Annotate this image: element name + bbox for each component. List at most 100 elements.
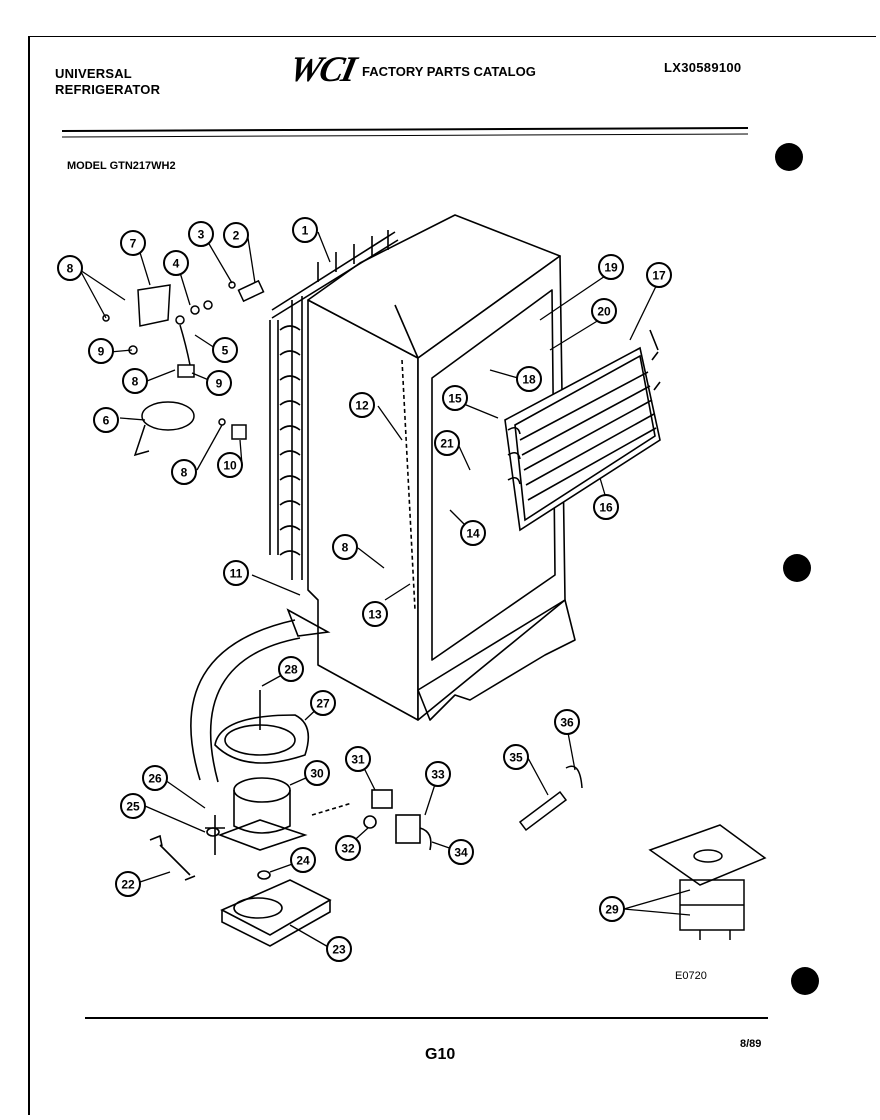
footer-date: 8/89	[740, 1038, 762, 1050]
callout-label: 13	[368, 608, 382, 622]
callout-circle	[142, 765, 168, 791]
callout-label: 8	[342, 541, 349, 555]
callout-6: 6	[93, 407, 119, 433]
callout-9: 9	[206, 370, 232, 396]
callout-circle	[188, 221, 214, 247]
callout-7: 7	[120, 230, 146, 256]
compressor-assembly	[149, 690, 432, 947]
callout-circle	[171, 459, 197, 485]
callout-26: 26	[142, 765, 168, 791]
catalog-title: FACTORY PARTS CATALOG	[362, 63, 536, 79]
callout-circle	[335, 835, 361, 861]
callout-8: 8	[332, 534, 358, 560]
binder-hole-icon	[783, 554, 811, 582]
callout-1: 1	[292, 217, 318, 243]
callout-21: 21	[434, 430, 460, 456]
callout-circle	[278, 656, 304, 682]
callout-24: 24	[290, 847, 316, 873]
callout-35: 35	[503, 744, 529, 770]
callout-circle	[460, 520, 486, 546]
catalog-number: LX30589100	[664, 60, 742, 75]
callout-label: 30	[310, 767, 324, 781]
callout-label: 17	[652, 269, 666, 283]
callout-label: 27	[316, 697, 330, 711]
callout-label: 10	[223, 459, 237, 473]
header-rule-top	[61, 127, 749, 132]
callout-label: 8	[181, 466, 188, 480]
callout-label: 12	[355, 399, 369, 413]
callout-15: 15	[442, 385, 468, 411]
callout-circle	[516, 366, 542, 392]
callout-34: 34	[448, 839, 474, 865]
callout-label: 4	[173, 257, 180, 271]
callout-circle	[332, 534, 358, 560]
callout-circle	[93, 407, 119, 433]
callout-circle	[120, 793, 146, 819]
callout-circle	[599, 896, 625, 922]
callout-label: 16	[599, 501, 613, 515]
callout-label: 23	[332, 943, 346, 957]
callout-label: 18	[522, 373, 536, 387]
callout-circle	[448, 839, 474, 865]
callout-label: 21	[440, 437, 454, 451]
catalog-header: WCI FACTORY PARTS CATALOG	[286, 49, 536, 89]
callout-16: 16	[593, 494, 619, 520]
callout-circle	[310, 690, 336, 716]
callout-label: 24	[296, 854, 310, 868]
callout-25: 25	[120, 793, 146, 819]
callout-circle	[212, 337, 238, 363]
callout-circle	[163, 250, 189, 276]
callout-circle	[362, 601, 388, 627]
thermostat-parts	[102, 279, 265, 457]
callout-label: 33	[431, 768, 445, 782]
callout-label: 6	[103, 414, 110, 428]
drain-tube	[190, 608, 331, 783]
callout-8: 8	[171, 459, 197, 485]
callout-circle	[217, 452, 243, 478]
callout-label: 28	[284, 663, 298, 677]
callout-32: 32	[335, 835, 361, 861]
callout-22: 22	[115, 871, 141, 897]
callout-circle	[442, 385, 468, 411]
callout-12: 12	[349, 392, 375, 418]
callout-circle	[120, 230, 146, 256]
callout-circle	[598, 254, 624, 280]
callout-label: 9	[98, 345, 105, 359]
callout-31: 31	[345, 746, 371, 772]
callout-5: 5	[212, 337, 238, 363]
binder-hole-icon	[791, 967, 819, 995]
header-rule-bottom	[61, 133, 749, 138]
callout-circle	[345, 746, 371, 772]
callout-2: 2	[223, 222, 249, 248]
callout-label: 11	[230, 567, 243, 581]
callout-10: 10	[217, 452, 243, 478]
brand-block: UNIVERSAL REFRIGERATOR	[55, 66, 160, 98]
callout-circle	[503, 744, 529, 770]
callout-label: 14	[466, 527, 480, 541]
callout-30: 30	[304, 760, 330, 786]
callout-3: 3	[188, 221, 214, 247]
callout-circle	[349, 392, 375, 418]
callout-circle	[591, 298, 617, 324]
callout-27: 27	[310, 690, 336, 716]
callout-label: 8	[132, 375, 139, 389]
callout-label: 32	[341, 842, 355, 856]
callout-9: 9	[88, 338, 114, 364]
callout-circle	[646, 262, 672, 288]
callout-17: 17	[646, 262, 672, 288]
callout-label: 34	[454, 846, 468, 860]
callout-4: 4	[163, 250, 189, 276]
callout-33: 33	[425, 761, 451, 787]
callout-circle	[115, 871, 141, 897]
callout-11: 11	[223, 560, 249, 586]
callout-circle	[57, 255, 83, 281]
callout-label: 7	[130, 237, 137, 251]
callout-label: 3	[198, 228, 205, 242]
callout-20: 20	[591, 298, 617, 324]
brand-line-2: REFRIGERATOR	[55, 82, 161, 97]
callout-label: 29	[605, 903, 619, 917]
callout-circle	[304, 760, 330, 786]
callout-circle	[292, 217, 318, 243]
callout-8: 8	[122, 368, 148, 394]
callout-circle	[434, 430, 460, 456]
